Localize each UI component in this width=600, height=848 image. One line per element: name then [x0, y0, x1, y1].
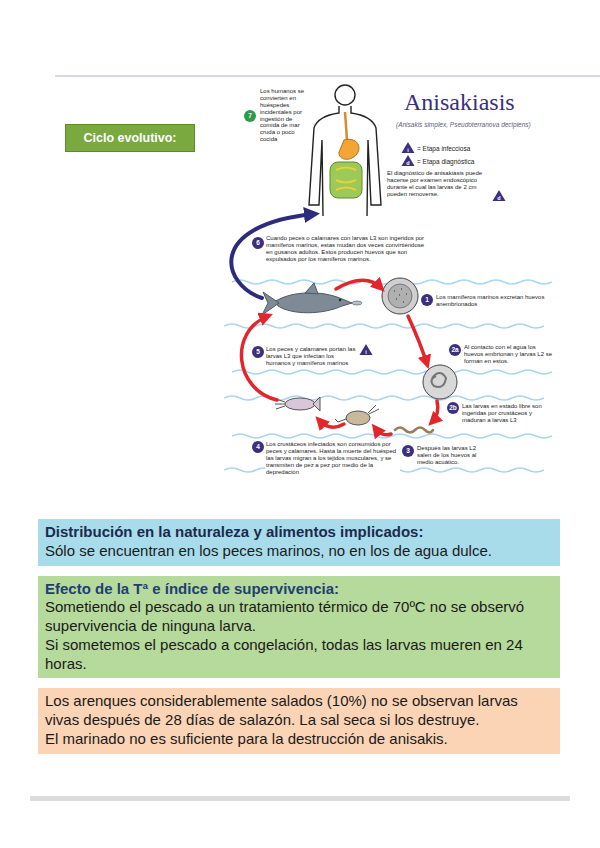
cycle-arrow	[319, 420, 344, 427]
esophagus	[345, 112, 347, 140]
callout-number: 5	[252, 346, 264, 358]
free-larva	[395, 428, 433, 433]
band-text: Sometiendo el pescado a un tratamiento t…	[45, 598, 553, 636]
squid-body	[285, 398, 315, 410]
legend-symbol	[402, 142, 415, 153]
embryonated-egg	[423, 365, 457, 399]
section-tab: Ciclo evolutivo:	[65, 124, 195, 152]
cycle-arrow	[375, 428, 391, 435]
intestine-loops	[336, 168, 356, 191]
dolphin	[262, 283, 362, 315]
band-heading: Efecto de la Tª e índice de supervivenci…	[45, 580, 553, 599]
callout-number: 3	[402, 445, 414, 457]
band-text: Si sometemos el pescado a congelación, t…	[45, 636, 553, 674]
tab-label: Ciclo evolutivo:	[83, 131, 176, 145]
squid	[275, 397, 320, 411]
callout-number: 2a	[449, 344, 461, 356]
info-band: Distribución en la naturaleza y alimento…	[38, 519, 560, 566]
squid-fin	[313, 397, 320, 411]
egg-texture	[394, 289, 407, 302]
egg-content	[388, 284, 412, 308]
stage-note: Los crustáceos infectados son consumidos…	[265, 441, 400, 475]
unembryonated-egg	[382, 278, 418, 314]
callout-number: 2b	[447, 402, 459, 414]
callout-number: 7	[244, 110, 256, 122]
prey-fish	[352, 301, 362, 305]
infective-symbol	[360, 344, 373, 355]
stage-note: Los humanos se convierten en huéspedes i…	[259, 88, 309, 143]
callout-number: 4	[252, 441, 264, 453]
band-text: Sólo se encuentran en los peces marinos,…	[45, 542, 553, 561]
stomach	[339, 139, 359, 159]
crustacean-limbs	[335, 405, 379, 422]
stage-note: Los mamíferos marinos excretan huevos an…	[435, 294, 547, 308]
info-band: Los arenques considerablemente salados (…	[38, 688, 560, 753]
dolphin-body	[276, 293, 352, 313]
intestine	[330, 162, 362, 198]
band-heading: Distribución en la naturaleza y alimento…	[45, 523, 553, 542]
diagram-subtitle: (Anisakis simplex, Pseudoterranova decip…	[396, 121, 556, 128]
legend-text: = Etapa infecciosa	[417, 145, 470, 153]
stage-symbol-letter: i	[361, 349, 371, 355]
wave	[232, 370, 552, 374]
diagram-title: Anisakiasis	[404, 90, 515, 114]
stage-note: Después las larvas L2 salen de los huevo…	[416, 445, 480, 466]
crustacean	[335, 405, 379, 425]
stage-note: Los peces y calamares portan las larvas …	[265, 346, 359, 367]
band-text: El marinado no es suficiente para la des…	[45, 730, 553, 749]
dolphin-fin	[305, 283, 318, 294]
callout-number: 1	[421, 294, 433, 306]
callout-number: 6	[252, 237, 264, 249]
stage-symbol-letter: d	[494, 195, 504, 201]
stage-note: Cuando peces o calamares con larvas L3 s…	[265, 235, 427, 263]
human-figure	[309, 85, 381, 216]
dolphin-tail	[262, 292, 279, 315]
dolphin-eye	[339, 299, 341, 301]
legend-symbol	[402, 155, 415, 166]
human-outline	[351, 106, 381, 216]
human-head	[335, 85, 355, 105]
stage-note: El diagnóstico de anisakiasis puede hace…	[386, 170, 492, 198]
cycle-arrow	[408, 316, 427, 364]
band-text: Los arenques considerablemente salados (…	[45, 692, 553, 730]
footer-bar	[30, 796, 570, 801]
egg-shell	[423, 365, 457, 399]
human-outline	[309, 106, 339, 216]
digestive-organs	[330, 112, 362, 198]
cycle-arrow	[336, 280, 381, 289]
wave	[224, 324, 544, 328]
crustacean-body	[346, 411, 370, 425]
header-rule	[55, 76, 600, 77]
stage-symbol-letter: i	[403, 147, 413, 153]
cycle-arrow	[432, 401, 438, 422]
cycle-arrows	[241, 280, 437, 435]
stage-symbol-letter: d	[403, 160, 413, 166]
coiled-larva	[431, 373, 446, 387]
stage-note: Las larvas en estado libre son ingeridas…	[461, 403, 557, 424]
stage-note: Al contacto con el agua los huevos embri…	[463, 344, 557, 365]
diagnostic-symbol	[493, 190, 506, 201]
egg-shell	[382, 278, 418, 314]
info-band: Efecto de la Tª e índice de supervivenci…	[38, 576, 560, 679]
legend-text: = Etapa diagnóstica	[417, 158, 474, 166]
